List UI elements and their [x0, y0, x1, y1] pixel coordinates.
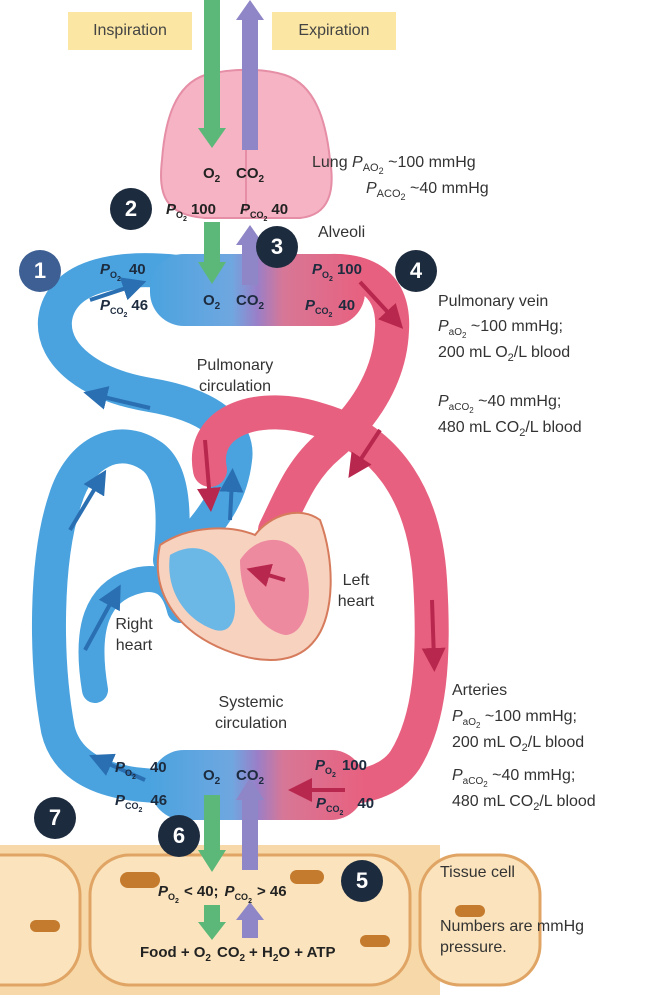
right-heart-chamber	[169, 548, 235, 631]
left-heart-chamber	[240, 539, 309, 635]
step-badge-2: 2	[110, 188, 152, 230]
flow-arrow	[197, 439, 221, 512]
deoxygenated-vessel	[31, 429, 217, 804]
co2-out-of-cell-arrow	[236, 902, 264, 938]
o2-alveoli-to-blood-arrow	[198, 222, 226, 284]
flow-arrow	[89, 277, 147, 302]
lung-o2: O2	[203, 165, 221, 185]
arteries-title: Arteries	[452, 682, 508, 699]
step-badge-5: 5	[341, 860, 383, 902]
pulmonary-capillary	[150, 254, 365, 326]
o2-into-cell-arrow	[198, 905, 226, 940]
flow-arrow	[219, 468, 244, 521]
oxygenated-vessel	[258, 253, 410, 547]
mitochondrion	[120, 872, 160, 888]
pulmonary-o2: O2	[203, 292, 221, 312]
lung-partial-pressure-o2: Lung PAO2 ~100 mmHg	[312, 154, 476, 177]
flow-arrow	[83, 386, 151, 410]
arteries-pao2: PaO2 ~100 mmHg;	[452, 708, 577, 731]
tissue-cell-label: Tissue cell	[440, 864, 515, 881]
inspiration-label: Inspiration	[68, 12, 192, 50]
pulmonary-vein-paco2: PaCO2 ~40 mmHg;	[438, 393, 562, 416]
mitochondrion	[360, 935, 390, 947]
step-badge-3: 3	[256, 226, 298, 268]
flow-arrow	[348, 428, 382, 479]
o2-blood-to-tissue-arrow	[198, 795, 226, 872]
oxygenated-vessel	[191, 395, 449, 806]
arteries-o2-content: 200 mL O2/L blood	[452, 734, 585, 755]
pulmonary-left-pco2: PCO246	[100, 297, 148, 319]
mitochondrion	[30, 920, 60, 932]
pulmonary-vein-title: Pulmonary vein	[438, 293, 549, 310]
expiration-label: Expiration	[272, 12, 396, 50]
co2-expiration-arrow	[236, 0, 264, 150]
arteries-paco2: PaCO2 ~40 mmHg;	[452, 767, 576, 790]
alveoli-label: Alveoli	[318, 224, 366, 241]
flow-arrow	[246, 563, 286, 587]
systemic-co2: CO2	[236, 767, 265, 787]
systemic-o2: O2	[203, 767, 221, 787]
flow-arrow	[83, 584, 121, 651]
arteries-co2-content: 480 mL CO2/L blood	[452, 793, 596, 814]
step-badge-6: 6	[158, 815, 200, 857]
lung-po2: PO2100	[166, 201, 216, 223]
step-badge-1: 1	[19, 250, 61, 292]
systemic-capillary	[150, 750, 365, 820]
flow-arrow	[89, 753, 146, 782]
lung-partial-pressure-co2: PACO2 ~40 mmHg	[366, 180, 489, 203]
lung-co2: CO2	[236, 165, 265, 185]
o2-inspiration-arrow	[198, 0, 226, 148]
pulmonary-vein-co2-content: 480 mL CO2/L blood	[438, 419, 582, 440]
step-badge-4: 4	[395, 250, 437, 292]
flow-arrow	[421, 599, 446, 672]
mitochondrion	[455, 905, 485, 917]
step-badge-7: 7	[34, 797, 76, 839]
co2-tissue-to-blood-arrow	[236, 778, 264, 870]
flow-arrow	[358, 280, 404, 329]
pulmonary-vein-pao2: PaO2 ~100 mmHg;	[438, 318, 563, 341]
pulmonary-co2: CO2	[236, 292, 265, 312]
mitochondrion	[290, 870, 324, 884]
flow-arrow	[68, 469, 107, 532]
pulmonary-vein-o2-content: 200 mL O2/L blood	[438, 344, 571, 365]
tissue-cell-right	[418, 853, 542, 987]
